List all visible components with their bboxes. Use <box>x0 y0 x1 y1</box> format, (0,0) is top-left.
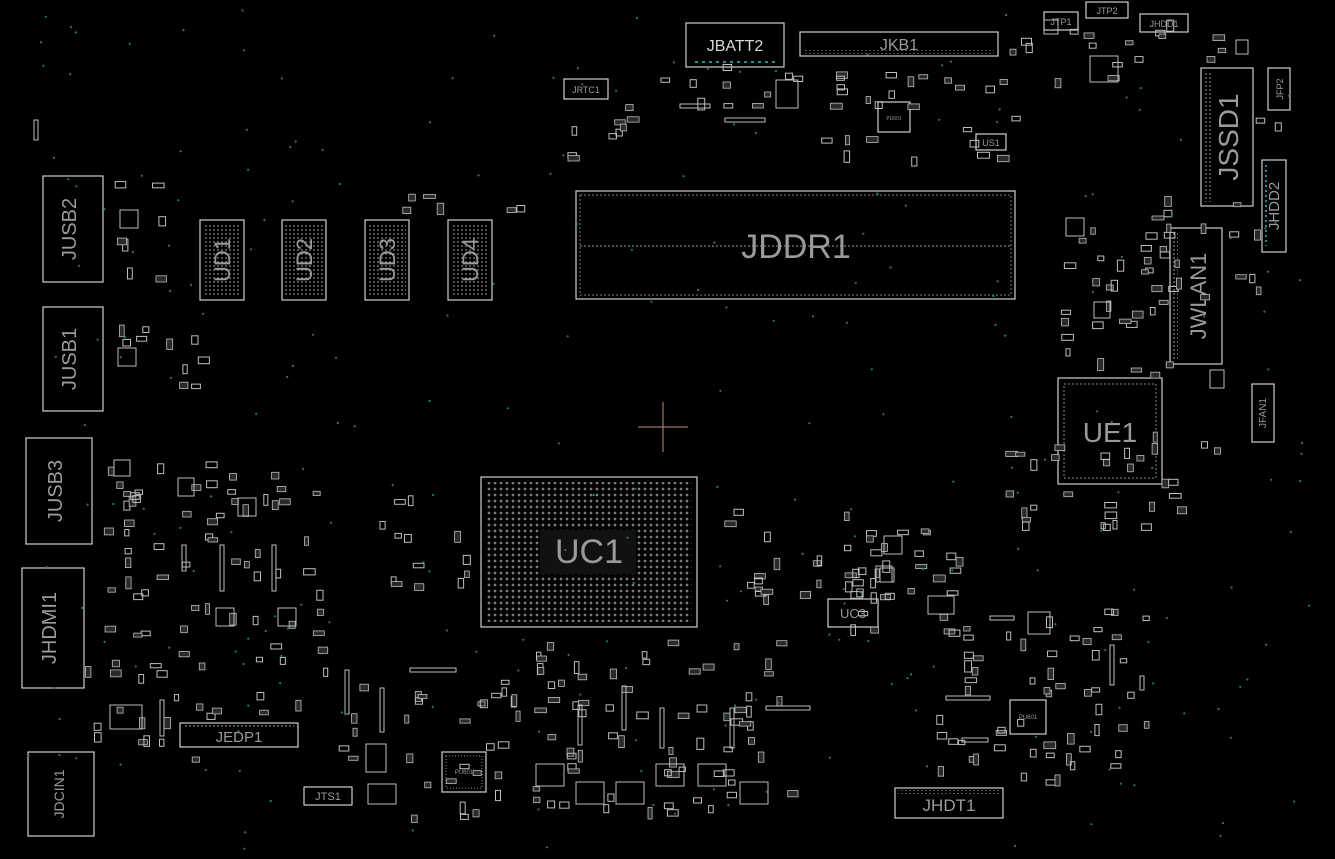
jhdt1-connector[interactable]: JHDT1 <box>894 787 1004 819</box>
jfp2-connector[interactable]: JFP2 <box>1267 67 1291 111</box>
jhdt1-label: JHDT1 <box>923 796 976 815</box>
ud3-label: UD3 <box>375 238 400 282</box>
jhdd2-label: JHDD2 <box>1266 182 1283 230</box>
passive-components <box>33 19 1282 823</box>
jusb1-connector[interactable]: JUSB1 <box>42 306 104 412</box>
jtp2-label: JTP2 <box>1096 6 1117 16</box>
jfp2-label: JFP2 <box>1275 78 1285 99</box>
jtp1-connector[interactable]: JTP1 <box>1043 11 1079 31</box>
jrtc1-connector[interactable]: JRTC1 <box>563 78 609 100</box>
jkb1-connector[interactable]: JKB1 <box>799 31 999 57</box>
pu601-chip-bottom-right[interactable]: PU601 <box>1009 699 1047 735</box>
uc3-chip[interactable]: UC3 <box>827 598 879 628</box>
pu601-label-top: PU601 <box>886 116 902 122</box>
jwlan1-connector[interactable]: JWLAN1 <box>1169 227 1223 365</box>
jhdmi1-label: JHDMI1 <box>39 592 61 664</box>
jbatt2-label: JBATT2 <box>707 38 764 55</box>
pu601-label-bottom-left: PU601 <box>455 770 474 776</box>
jfan1-label: JFAN1 <box>1258 398 1269 428</box>
pu601-chip-bottom-left[interactable]: PU601 <box>441 751 487 793</box>
ud4-label: UD4 <box>458 238 483 282</box>
ue1-chip[interactable]: UE1 <box>1057 377 1163 485</box>
uc1-label: UC1 <box>555 533 623 571</box>
jts1-connector[interactable]: JTS1 <box>303 786 353 806</box>
jdcin1-connector[interactable]: JDCIN1 <box>27 751 95 837</box>
jedp1-label: JEDP1 <box>216 729 263 746</box>
jtp2-connector[interactable]: JTP2 <box>1085 1 1129 19</box>
pu601-chip-top[interactable]: PU601 <box>877 101 911 133</box>
jddr1-connector[interactable]: JDDR1 <box>575 190 1016 300</box>
crosshair-cursor-icon <box>638 402 688 452</box>
jssd1-connector[interactable]: JSSD1 <box>1200 67 1254 207</box>
ud2-chip[interactable]: UD2 <box>281 219 327 301</box>
jusb2-label: JUSB2 <box>59 198 81 260</box>
jusb3-connector[interactable]: JUSB3 <box>25 437 93 545</box>
ud2-label: UD2 <box>292 238 317 282</box>
ud4-chip[interactable]: UD4 <box>447 219 493 301</box>
jusb3-label: JUSB3 <box>45 460 67 522</box>
ue1-label: UE1 <box>1083 417 1137 448</box>
jts1-label: JTS1 <box>315 791 341 803</box>
jfan1-connector[interactable]: JFAN1 <box>1251 383 1275 443</box>
ud1-chip[interactable]: UD1 <box>199 219 245 301</box>
us1-chip[interactable]: US1 <box>975 133 1007 151</box>
jhdd2-connector[interactable]: JHDD2 <box>1261 159 1287 253</box>
jhdd1-connector[interactable]: JHDD1 <box>1139 13 1189 33</box>
jhdd1-label: JHDD1 <box>1149 19 1178 29</box>
jrtc1-label: JRTC1 <box>572 85 600 95</box>
jbatt2-connector[interactable]: JBATT2 <box>685 22 785 68</box>
uc3-label: UC3 <box>840 606 866 621</box>
via-dots <box>27 9 1311 850</box>
ud3-chip[interactable]: UD3 <box>364 219 410 301</box>
jkb1-label: JKB1 <box>880 37 918 54</box>
ud1-label: UD1 <box>210 238 235 282</box>
jdcin1-label: JDCIN1 <box>51 769 67 818</box>
uc1-cpu[interactable]: UC1 <box>480 476 698 628</box>
jtp1-label: JTP1 <box>1050 17 1071 27</box>
jedp1-connector[interactable]: JEDP1 <box>179 722 299 748</box>
jddr1-label: JDDR1 <box>741 228 851 266</box>
jusb1-label: JUSB1 <box>59 328 81 390</box>
jusb2-connector[interactable]: JUSB2 <box>42 175 104 283</box>
jssd1-label: JSSD1 <box>1213 93 1244 180</box>
pu601-label-bottom-right: PU601 <box>1019 715 1038 721</box>
jhdmi1-connector[interactable]: JHDMI1 <box>21 567 85 689</box>
us1-label: US1 <box>982 138 1000 148</box>
